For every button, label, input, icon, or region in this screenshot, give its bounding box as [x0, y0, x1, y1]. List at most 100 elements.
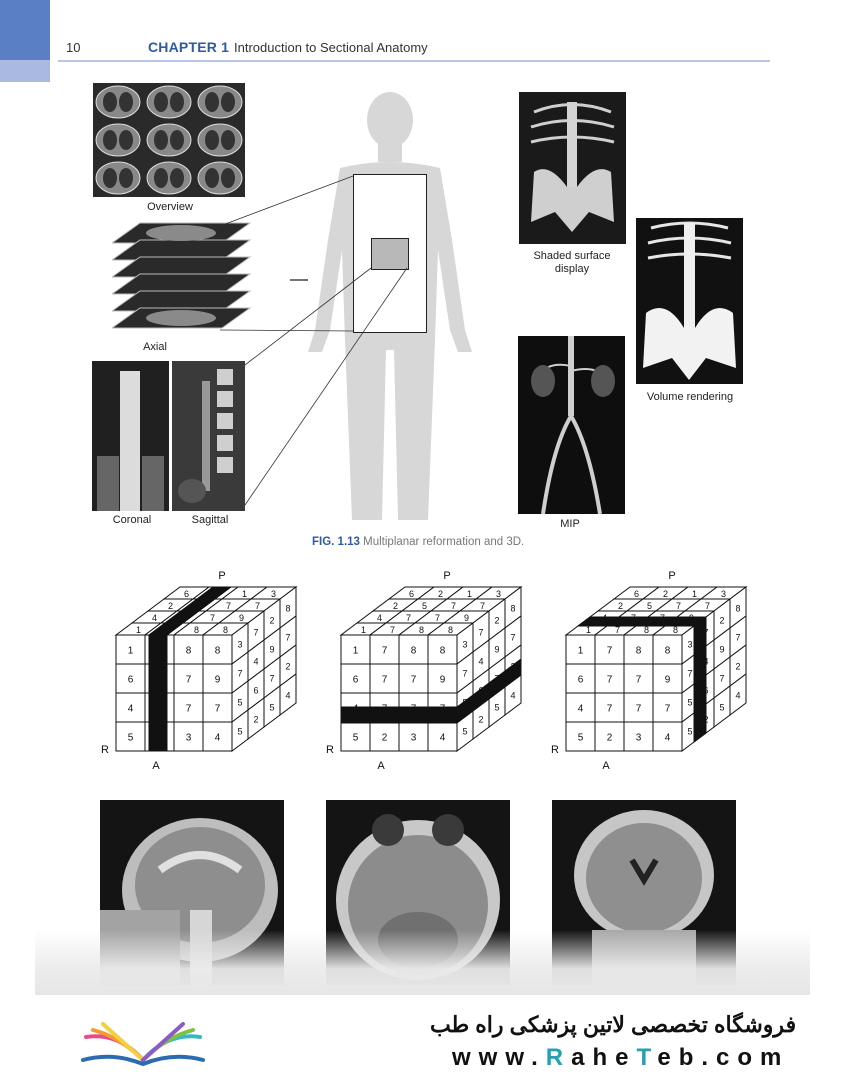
cube-top-value: 7	[226, 601, 231, 611]
cube-front-cell	[173, 692, 204, 723]
label-mip: MIP	[560, 518, 580, 530]
cube-front-cell	[427, 663, 458, 694]
cube-top-value: 3	[496, 589, 501, 599]
cube-front-cell	[340, 663, 371, 694]
cube-top-value: 9	[239, 613, 244, 623]
chapter-title: Introduction to Sectional Anatomy	[234, 40, 428, 55]
cube-front-cell	[173, 663, 204, 694]
cube-front-value: 6	[578, 675, 584, 686]
cube-front-value: 9	[215, 675, 221, 686]
cube-slab-top	[576, 616, 708, 627]
cube-front-value: 2	[607, 733, 613, 744]
cube-top-value: 3	[721, 589, 726, 599]
cube-front-value: 1	[128, 646, 134, 657]
cube-front-cell	[369, 634, 400, 665]
cube-front-value: 6	[128, 675, 134, 686]
cube-front-cell	[369, 721, 400, 752]
cube-front-value: 9	[440, 675, 446, 686]
voxel-cube-axial: 6213257747791788372874975672525417886779…	[325, 565, 535, 775]
cube-top-value: 2	[618, 601, 623, 611]
cube-side-value: 5	[237, 698, 242, 708]
cube-front-cell	[115, 721, 146, 752]
site-letter-r: R	[545, 1044, 572, 1071]
cube-side-value: 3	[462, 640, 467, 650]
mip-detail	[531, 336, 615, 515]
cube-front-value: 5	[578, 733, 584, 744]
cube-side-value: 7	[237, 669, 242, 679]
cube-front-value: 7	[411, 675, 417, 686]
cube-top-value: 2	[168, 601, 173, 611]
cube-top-value: 1	[467, 589, 472, 599]
cube-label-p: P	[218, 570, 225, 582]
cube-front-value: 8	[411, 646, 417, 657]
cube-front-value: 1	[578, 646, 584, 657]
cube-side-value: 4	[735, 691, 740, 701]
cube-front-value: 5	[353, 733, 359, 744]
site-mid2: eb.com	[657, 1044, 790, 1071]
figure-number: FIG. 1.13	[312, 536, 360, 548]
cube-side-value: 7	[462, 669, 467, 679]
cube-top-value: 6	[634, 589, 639, 599]
cube-side-value: 2	[478, 715, 483, 725]
cube-front-value: 8	[186, 646, 192, 657]
coronal-ct-detail	[97, 371, 164, 511]
cube-front-cell	[369, 663, 400, 694]
label-axial: Axial	[143, 341, 167, 353]
shaded-surface-detail	[530, 102, 615, 232]
cube-top-value: 7	[390, 625, 395, 635]
axial-slice-stack	[112, 222, 252, 329]
cube-side-value: 5	[687, 698, 692, 708]
cube-side-value: 2	[494, 616, 499, 626]
raheteb-logo-icon	[81, 1022, 205, 1067]
cube-side-value: 5	[687, 727, 692, 737]
cube-top-value: 3	[271, 589, 276, 599]
cube-side-value: 2	[735, 662, 740, 672]
cube-front-value: 1	[353, 646, 359, 657]
cube-front-value: 9	[665, 675, 671, 686]
cube-front-value: 3	[411, 733, 417, 744]
figure-caption: FIG. 1.13 Multiplanar reformation and 3D…	[312, 536, 524, 548]
cube-front-value: 7	[382, 675, 388, 686]
cube-front-cell	[173, 634, 204, 665]
page-number: 10	[66, 40, 81, 55]
site-mid1: ahe	[571, 1044, 637, 1071]
cube-side-value: 2	[269, 616, 274, 626]
cube-front-value: 7	[607, 646, 613, 657]
cube-top-value: 2	[438, 589, 443, 599]
cube-side-value: 4	[478, 657, 483, 667]
footer-site-url: www.RaheTeb.com	[452, 1044, 789, 1072]
cube-front-value: 8	[636, 646, 642, 657]
cube-side-value: 7	[719, 674, 724, 684]
cube-side-value: 3	[687, 640, 692, 650]
label-shaded-line2: display	[554, 263, 590, 275]
cube-front-value: 7	[607, 675, 613, 686]
cube-front-cell	[623, 721, 654, 752]
cube-slab-front	[148, 634, 168, 752]
cube-label-a: A	[377, 760, 385, 772]
cube-side-value: 5	[494, 703, 499, 713]
cube-label-r: R	[551, 744, 559, 756]
site-letter-t: T	[636, 1044, 658, 1071]
cube-front-value: 7	[186, 675, 192, 686]
voxel-cube-coronal: 6213257747791788372874975672525417886779…	[550, 565, 760, 775]
cube-front-cell	[594, 692, 625, 723]
label-overview: Overview	[147, 201, 193, 213]
cube-slab-side	[693, 616, 707, 743]
cube-front-cell	[398, 721, 429, 752]
cube-top-value: 8	[644, 625, 649, 635]
cube-label-r: R	[326, 744, 334, 756]
cube-side-value: 7	[510, 633, 515, 643]
cube-top-value: 7	[451, 601, 456, 611]
cube-top-value: 8	[223, 625, 228, 635]
cube-front-value: 7	[186, 704, 192, 715]
cube-top-value: 5	[422, 601, 427, 611]
footer-brand-text: فروشگاه تخصصی لاتین پزشکی راه طب	[430, 1012, 797, 1037]
cube-front-value: 7	[665, 704, 671, 715]
cube-top-value: 7	[480, 601, 485, 611]
cube-front-cell	[623, 634, 654, 665]
volume-rendering-detail	[643, 221, 736, 380]
cube-top-value: 8	[419, 625, 424, 635]
cube-front-cell	[340, 721, 371, 752]
cube-top-value: 2	[393, 601, 398, 611]
cube-slab-front	[340, 706, 458, 724]
